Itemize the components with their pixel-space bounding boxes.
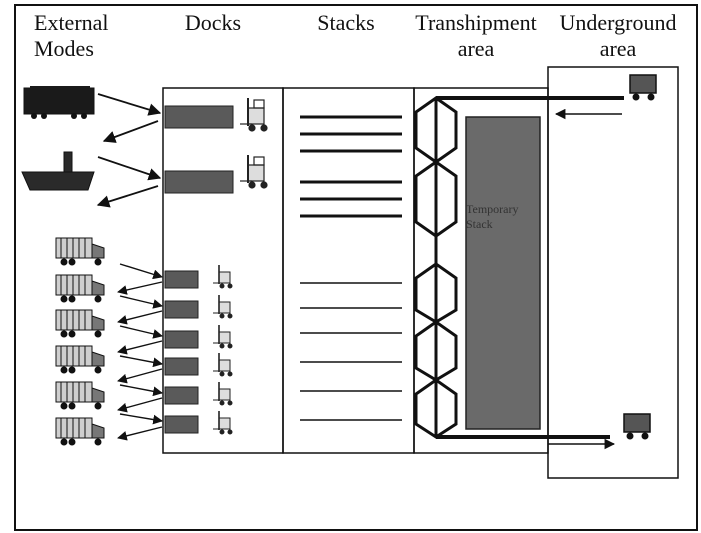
temporary-stack-label: Temporary Stack <box>466 202 540 232</box>
forklift-icons-small <box>213 265 232 434</box>
underground-vehicle-top <box>630 75 656 101</box>
ship-icon <box>22 152 94 190</box>
temporary-stack <box>466 117 540 429</box>
dock-bays-small <box>165 271 198 433</box>
underground-vehicle-bottom <box>624 414 650 440</box>
underground-arrows <box>548 114 622 444</box>
truck-icons <box>56 238 104 445</box>
forklift-icons-large <box>240 98 267 188</box>
dock-bays-large <box>165 106 233 193</box>
train-icon <box>24 86 94 119</box>
stack-lines <box>300 117 402 420</box>
mode-dock-arrows <box>98 94 160 205</box>
underground-zone <box>548 67 678 478</box>
stack-zone <box>283 88 414 453</box>
truck-dock-arrows <box>118 264 162 438</box>
